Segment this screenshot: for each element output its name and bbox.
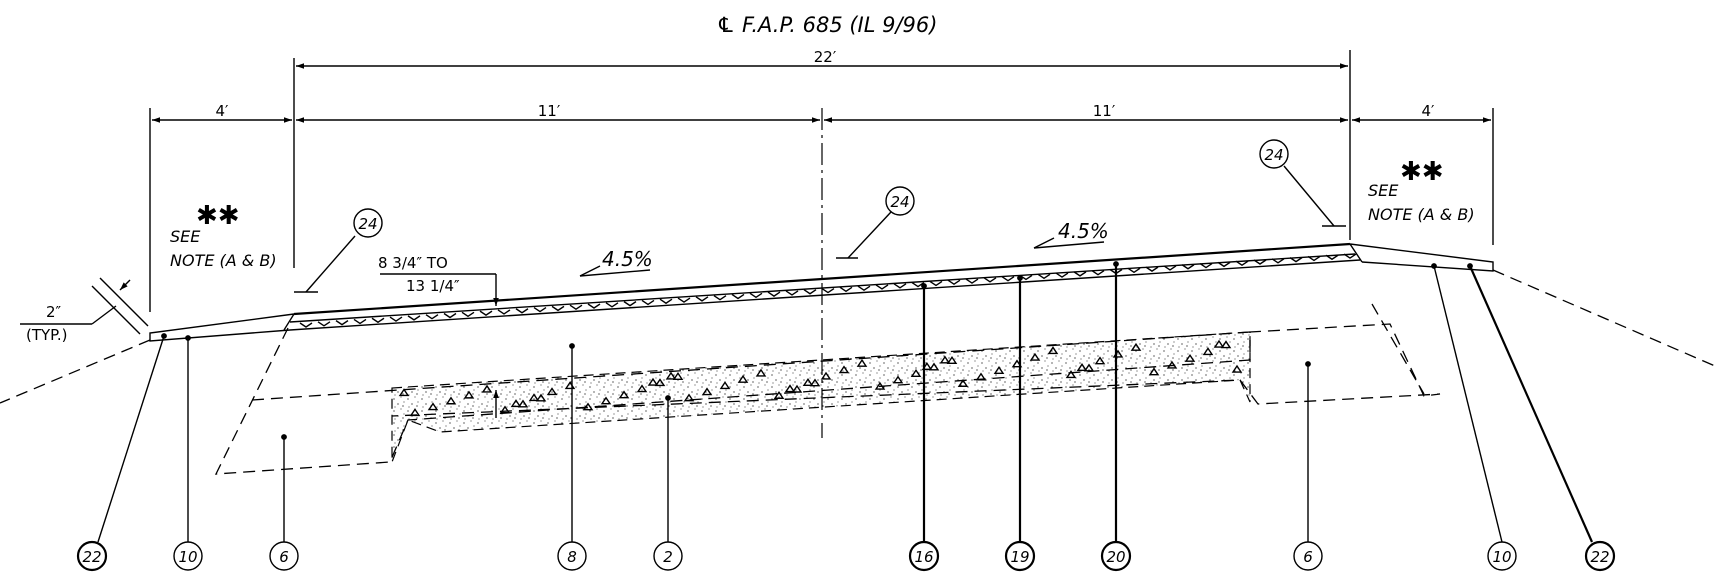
drawing-title: ℄ F.A.P. 685 (IL 9/96) xyxy=(717,13,938,37)
right-side-slope xyxy=(1492,269,1715,367)
callout-bottom-7: 19 xyxy=(1004,275,1036,572)
dim-total-width: 22′ xyxy=(814,48,837,66)
thickness-note-line2: 13 1/4″ xyxy=(406,277,460,295)
callout-bottom-2: 10 xyxy=(173,335,203,571)
callout-top-label: 24 xyxy=(1264,146,1283,164)
callout-bottom-11: 22 xyxy=(1467,263,1616,572)
slope-left: 4.5% xyxy=(579,247,653,277)
typ-dimension-value: 2″ xyxy=(46,303,62,321)
slope-right: 4.5% xyxy=(1033,219,1109,249)
callout-bottom-label: 22 xyxy=(82,548,101,566)
improved-subgrade xyxy=(391,331,1251,463)
callout-bottom-label: 20 xyxy=(1106,548,1125,566)
callout-bottom-label: 22 xyxy=(1590,548,1609,566)
see-note-right-line2: NOTE (A & B) xyxy=(1368,205,1475,224)
callout-top-label: 24 xyxy=(358,215,377,233)
see-note-left-line2: NOTE (A & B) xyxy=(170,251,277,270)
right-shoulder xyxy=(1349,243,1494,272)
improved-subgrade-marks xyxy=(398,339,1243,417)
aggregate-hatch xyxy=(299,253,1357,328)
slope-right-label: 4.5% xyxy=(1058,219,1109,243)
left-shoulder xyxy=(149,313,295,342)
callout-bottom-label: 6 xyxy=(1303,548,1313,566)
callout-bottom-label: 16 xyxy=(914,548,933,566)
bottom-callouts: 22 10 6 8 2 16 xyxy=(76,261,1616,572)
callout-bottom-label: 10 xyxy=(1492,548,1511,566)
callout-bottom-4: 8 xyxy=(557,343,587,571)
callout-bottom-1: 22 xyxy=(76,333,167,572)
thickness-note-line1: 8 3/4″ TO xyxy=(378,254,448,272)
callout-bottom-8: 20 xyxy=(1100,261,1132,572)
callout-bottom-3: 6 xyxy=(269,434,299,571)
pavement-surface xyxy=(283,242,1363,331)
callout-bottom-9: 6 xyxy=(1293,361,1323,571)
slope-left-label: 4.5% xyxy=(602,247,653,271)
callout-top-3: 24 xyxy=(1259,139,1346,227)
dim-right-shoulder: 4′ xyxy=(1422,102,1436,120)
see-note-left-line1: SEE xyxy=(170,227,201,246)
typ-label: (TYP.) xyxy=(26,326,68,344)
callout-bottom-label: 6 xyxy=(279,548,289,566)
callout-bottom-label: 8 xyxy=(567,548,577,566)
callout-top-label: 24 xyxy=(890,193,909,211)
dim-left-shoulder: 4′ xyxy=(216,102,230,120)
callout-bottom-10: 10 xyxy=(1431,263,1517,571)
see-note-right-stars: ✱✱ xyxy=(1400,157,1444,187)
callout-bottom-label: 10 xyxy=(178,548,197,566)
callout-bottom-6: 16 xyxy=(908,283,940,572)
dim-left-lane: 11′ xyxy=(538,102,561,120)
see-note-right-line1: SEE xyxy=(1368,181,1399,200)
callout-top-1: 24 xyxy=(294,208,383,293)
callout-top-2: 24 xyxy=(836,186,915,259)
callout-bottom-label: 2 xyxy=(663,548,673,566)
subgrade-outline xyxy=(214,323,1441,475)
dimension-lines xyxy=(149,50,1494,312)
callout-bottom-label: 19 xyxy=(1010,548,1029,566)
callout-bottom-5: 2 xyxy=(653,395,683,571)
dim-right-lane: 11′ xyxy=(1093,102,1116,120)
left-side-slope xyxy=(0,339,151,404)
see-note-left-stars: ✱✱ xyxy=(196,201,240,231)
